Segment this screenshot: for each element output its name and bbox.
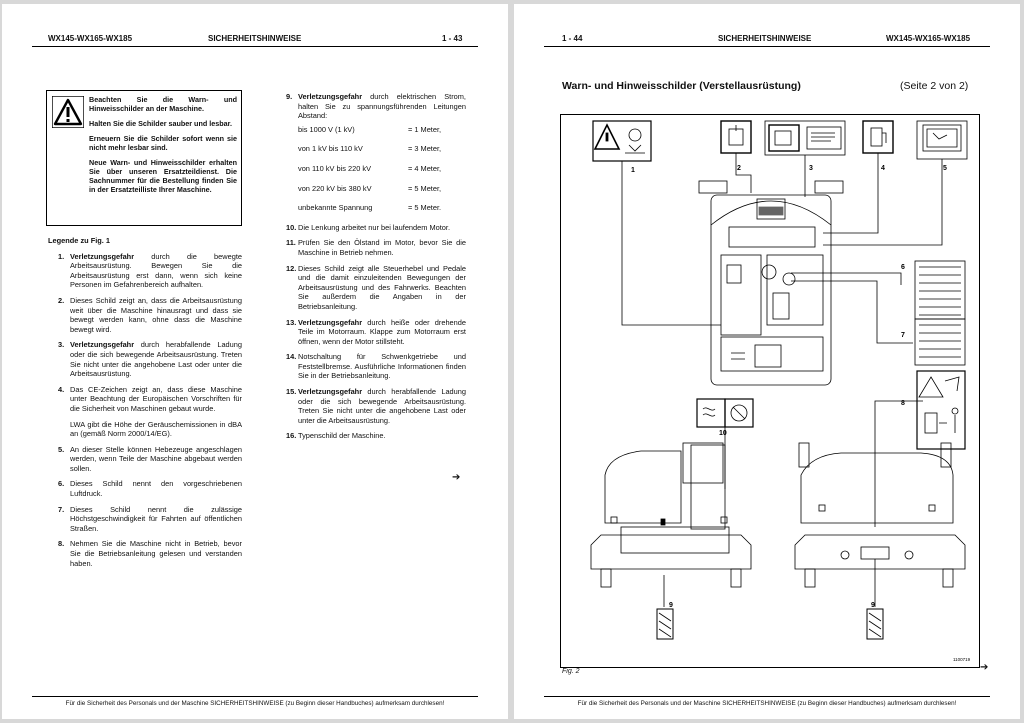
warning-text: Beachten Sie die Warn- und Hinweisschild… xyxy=(89,95,237,200)
footer-note: Für die Sicherheit des Personals und der… xyxy=(65,700,445,707)
warning-line: Erneuern Sie die Schilder sofort wenn si… xyxy=(89,134,237,152)
list-item: 3.Verletzungsgefahr durch herabfallende … xyxy=(58,340,242,379)
legend-column-2: 9. Verletzungsgefahr durch elektrischen … xyxy=(276,92,466,447)
list-item: 10.Die Lenkung arbeitet nur bei laufende… xyxy=(286,222,451,232)
legend-column-1: Legende zu Fig. 1 1.Verletzungsgefahr du… xyxy=(48,236,242,574)
list-item: 7.Dieses Schild nennt die zulässige Höch… xyxy=(58,504,242,533)
voltage-row: von 220 kV bis 380 kV= 5 Meter, xyxy=(298,183,442,193)
figure-label: Fig. 2 xyxy=(562,668,580,675)
voltage-row: bis 1000 V (1 kV)= 1 Meter, xyxy=(298,124,442,134)
warning-triangle-icon xyxy=(52,96,84,128)
header-page-number: 1 - 43 xyxy=(442,34,463,43)
list-item: 1.Verletzungsgefahr durch die bewegte Ar… xyxy=(58,251,242,290)
list-item: 16.Typenschild der Maschine. xyxy=(286,431,386,441)
list-item: 8.Nehmen Sie die Maschine nicht in Betri… xyxy=(58,539,242,568)
list-item: 2.Dieses Schild zeigt an, dass die Arbei… xyxy=(58,295,242,334)
callout-9: 9 xyxy=(669,602,673,609)
warning-line: Neue Warn- und Hinweisschilder erhalten … xyxy=(89,158,237,194)
callout-9: 9 xyxy=(871,602,875,609)
callout-7: 7 xyxy=(901,332,905,339)
callout-10: 10 xyxy=(719,430,727,437)
callout-8: 8 xyxy=(901,400,905,407)
list-item: 15.Verletzungsgefahr durch herabfallende… xyxy=(286,387,466,425)
list-item: 14.Notschaltung für Schwenkgetriebe und … xyxy=(286,352,466,381)
list-item: 13.Verletzungsgefahr durch heiße oder dr… xyxy=(286,317,466,346)
legend-title: Legende zu Fig. 1 xyxy=(48,236,111,245)
list-item: 4.Das CE-Zeichen zeigt an, dass diese Ma… xyxy=(58,384,242,413)
callout-1: 1 xyxy=(631,167,635,174)
header-model: WX145-WX165-WX185 xyxy=(48,34,133,43)
figure-title: Warn- und Hinweisschilder (Verstellausrü… xyxy=(562,80,801,92)
figure-page-indicator: (Seite 2 von 2) xyxy=(900,80,969,92)
header-section: SICHERHEITSHINWEISE xyxy=(718,34,812,43)
continue-arrow-icon: ➔ xyxy=(452,472,461,483)
voltage-table: bis 1000 V (1 kV)= 1 Meter, von 1 kV bis … xyxy=(276,125,466,213)
left-page: WX145-WX165-WX185 SICHERHEITSHINWEISE 1 … xyxy=(2,4,508,719)
warning-line: Halten Sie die Schilder sauber und lesba… xyxy=(89,119,232,128)
header-rule xyxy=(32,46,478,47)
excavator-label-diagram: 1 2 3 4 5 6 7 8 9 9 10 1100719 xyxy=(590,120,971,662)
voltage-row: unbekannte Spannung= 5 Meter. xyxy=(298,203,442,213)
callout-3: 3 xyxy=(809,165,813,172)
callout-2: 2 xyxy=(737,165,741,172)
figure-frame: 1 2 3 4 5 6 7 8 9 9 10 1100719 xyxy=(560,114,980,668)
header-section: SICHERHEITSHINWEISE xyxy=(208,34,302,43)
list-item: 6.Dieses Schild nennt den vorgeschrieben… xyxy=(58,479,242,499)
drawing-code: 1100719 xyxy=(953,657,971,662)
footer-rule xyxy=(544,696,990,697)
callout-5: 5 xyxy=(943,165,947,172)
voltage-row: von 1 kV bis 110 kV= 3 Meter, xyxy=(298,144,442,154)
list-item: 5.An dieser Stelle können Hebezeuge ange… xyxy=(58,444,242,473)
list-item: 11.Prüfen Sie den Ölstand im Motor, bevo… xyxy=(286,238,466,257)
continue-arrow-icon: ➔ xyxy=(980,662,989,673)
header-rule xyxy=(544,46,990,47)
right-page: 1 - 44 SICHERHEITSHINWEISE WX145-WX165-W… xyxy=(514,4,1020,719)
header-model: WX145-WX165-WX185 xyxy=(886,34,971,43)
warning-line: Beachten Sie die Warn- und Hinweisschild… xyxy=(89,95,237,113)
callout-6: 6 xyxy=(901,264,905,271)
header-page-number: 1 - 44 xyxy=(562,34,583,43)
list-item: 9. Verletzungsgefahr durch elektrischen … xyxy=(286,92,466,121)
voltage-row: von 110 kV bis 220 kV= 4 Meter, xyxy=(298,163,442,173)
warning-box: Beachten Sie die Warn- und Hinweisschild… xyxy=(46,90,242,226)
list-item: LWA gibt die Höhe der Geräuschemissionen… xyxy=(70,419,242,439)
callout-4: 4 xyxy=(881,165,885,172)
footer-note: Für die Sicherheit des Personals und der… xyxy=(577,700,957,707)
footer-rule xyxy=(32,696,478,697)
list-item: 12.Dieses Schild zeigt alle Steuerhebel … xyxy=(286,263,466,311)
